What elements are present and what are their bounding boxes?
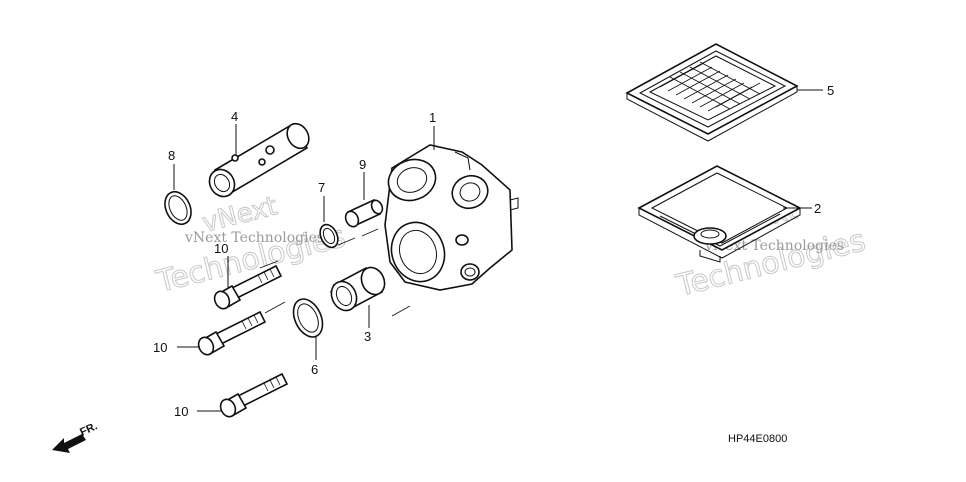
front-direction-arrow-icon: FR.	[52, 420, 99, 453]
callout-8: 8	[168, 148, 175, 163]
callout-10-bottom: 10	[174, 404, 188, 419]
callout-1: 1	[429, 110, 436, 125]
part-3-bushing	[330, 266, 386, 312]
part-8-o-ring	[164, 190, 192, 226]
callout-6: 6	[311, 362, 318, 377]
part-9-dowel-pin	[344, 198, 384, 228]
part-5-filter-screen	[625, 43, 799, 142]
part-2-strainer-housing	[637, 165, 802, 263]
part-6-o-ring-large	[292, 298, 324, 338]
part-7-o-ring-small	[319, 223, 339, 249]
callout-10-middle: 10	[153, 340, 167, 355]
callout-9: 9	[359, 157, 366, 172]
diagram-code: HP44E0800	[728, 433, 787, 445]
svg-text:vNext Technologies: vNext Technologies	[704, 238, 844, 254]
part-1-oil-pump-body	[384, 144, 519, 291]
front-marker-text: FR.	[78, 420, 99, 438]
callout-5: 5	[827, 83, 834, 98]
callout-2: 2	[814, 201, 821, 216]
callout-3: 3	[364, 329, 371, 344]
callout-4: 4	[231, 109, 238, 124]
part-10-bolt-top	[213, 264, 283, 310]
callout-7: 7	[318, 180, 325, 195]
part-10-bolt-middle	[197, 310, 267, 356]
callout-10-top: 10	[214, 241, 228, 256]
svg-text:vNext Technologies: vNext Technologies	[184, 230, 324, 246]
part-4-valve-sleeve	[208, 122, 310, 198]
part-10-bolt-bottom	[219, 372, 289, 418]
